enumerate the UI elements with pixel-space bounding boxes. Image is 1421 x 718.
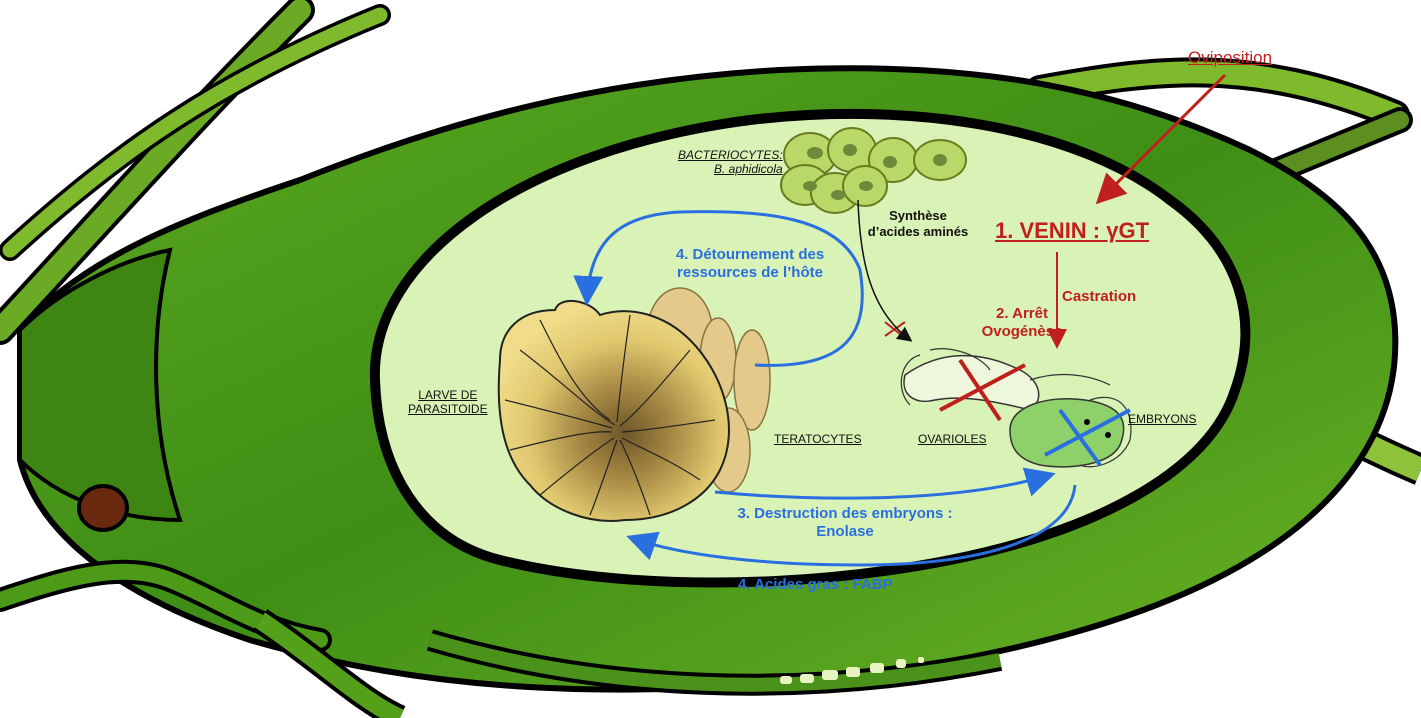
- destruction-label-line1: 3. Destruction des embryons :: [700, 505, 990, 523]
- arret-label-line2: Ovogénèse: [972, 323, 1072, 341]
- larve-label-line1: LARVE DE: [408, 388, 488, 402]
- larve-label-line2: PARASITOIDE: [408, 402, 488, 416]
- venin-label: 1. VENIN : γGT: [995, 218, 1149, 244]
- bacteriocytes-label-line2: B. aphidicola: [678, 162, 783, 176]
- arret-label: 2. Arrêt Ovogénèse: [972, 305, 1072, 341]
- detournement-label-line2: ressources de l’hôte: [640, 264, 860, 282]
- detournement-label: 4. Détournement des ressources de l’hôte: [640, 246, 860, 282]
- synthese-label-line2: d’acides aminés: [858, 224, 978, 240]
- arret-label-line1: 2. Arrêt: [972, 305, 1072, 323]
- acides-gras-label: 4. Acides gras : FABP: [738, 576, 893, 594]
- oviposition-label: Oviposition: [1188, 48, 1272, 68]
- detournement-label-line1: 4. Détournement des: [640, 246, 860, 264]
- teratocytes-label: TERATOCYTES: [774, 432, 862, 446]
- destruction-label-line2: Enolase: [700, 523, 990, 541]
- synthese-label-line1: Synthèse: [858, 208, 978, 224]
- bacteriocytes-label: BACTERIOCYTES: B. aphidicola: [678, 148, 783, 177]
- destruction-label: 3. Destruction des embryons : Enolase: [700, 505, 990, 541]
- ovarioles-label: OVARIOLES: [918, 432, 986, 446]
- synthese-label: Synthèse d’acides aminés: [858, 208, 978, 239]
- larve-label: LARVE DE PARASITOIDE: [408, 388, 488, 417]
- embryons-label: EMBRYONS: [1128, 412, 1196, 426]
- eye-icon: [79, 486, 127, 530]
- bacteriocytes-label-line1: BACTERIOCYTES:: [678, 148, 783, 162]
- castration-label: Castration: [1062, 288, 1136, 306]
